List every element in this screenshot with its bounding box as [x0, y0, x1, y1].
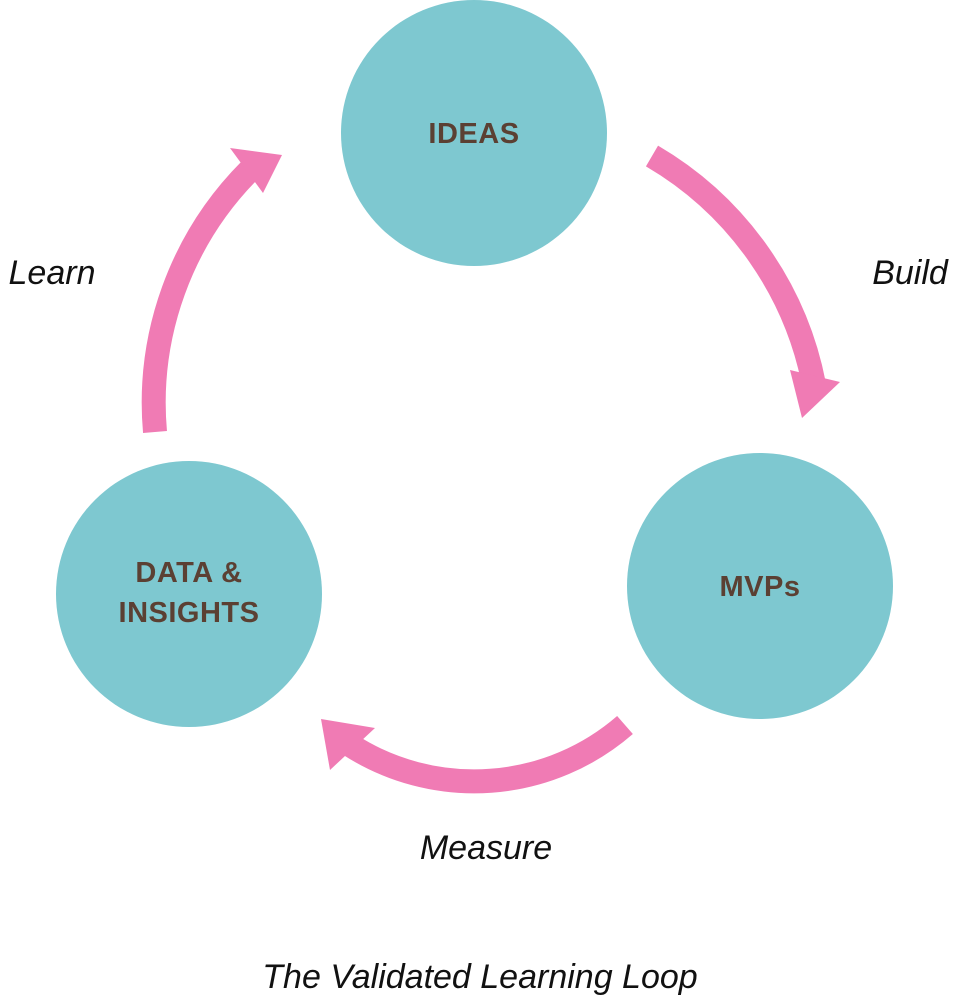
arrow-learn-head	[230, 148, 282, 193]
node-mvps-circle	[627, 453, 893, 719]
arrow-measure-head	[321, 719, 375, 770]
node-data-insights-circle	[56, 461, 322, 727]
diagram-caption: The Validated Learning Loop	[262, 958, 697, 996]
node-data-insights: DATA & INSIGHTS	[56, 461, 322, 727]
arrow-measure-shaft	[343, 715, 633, 794]
node-data-insights-label-line2: INSIGHTS	[119, 597, 260, 629]
node-mvps: MVPs	[627, 453, 893, 719]
arrow-learn	[141, 148, 282, 434]
node-mvps-label: MVPs	[720, 571, 801, 603]
edge-label-learn: Learn	[9, 254, 96, 292]
edge-label-build: Build	[872, 254, 949, 292]
arrow-build	[645, 145, 840, 418]
node-ideas: IDEAS	[341, 0, 607, 266]
arrow-build-head	[790, 370, 840, 418]
node-ideas-circle	[341, 0, 607, 266]
edge-label-measure: Measure	[420, 829, 552, 867]
node-ideas-label: IDEAS	[428, 118, 519, 150]
arrow-learn-shaft	[141, 161, 259, 434]
arrow-build-shaft	[645, 145, 827, 393]
node-data-insights-label-line1: DATA &	[135, 557, 242, 589]
arrow-measure	[321, 715, 633, 794]
